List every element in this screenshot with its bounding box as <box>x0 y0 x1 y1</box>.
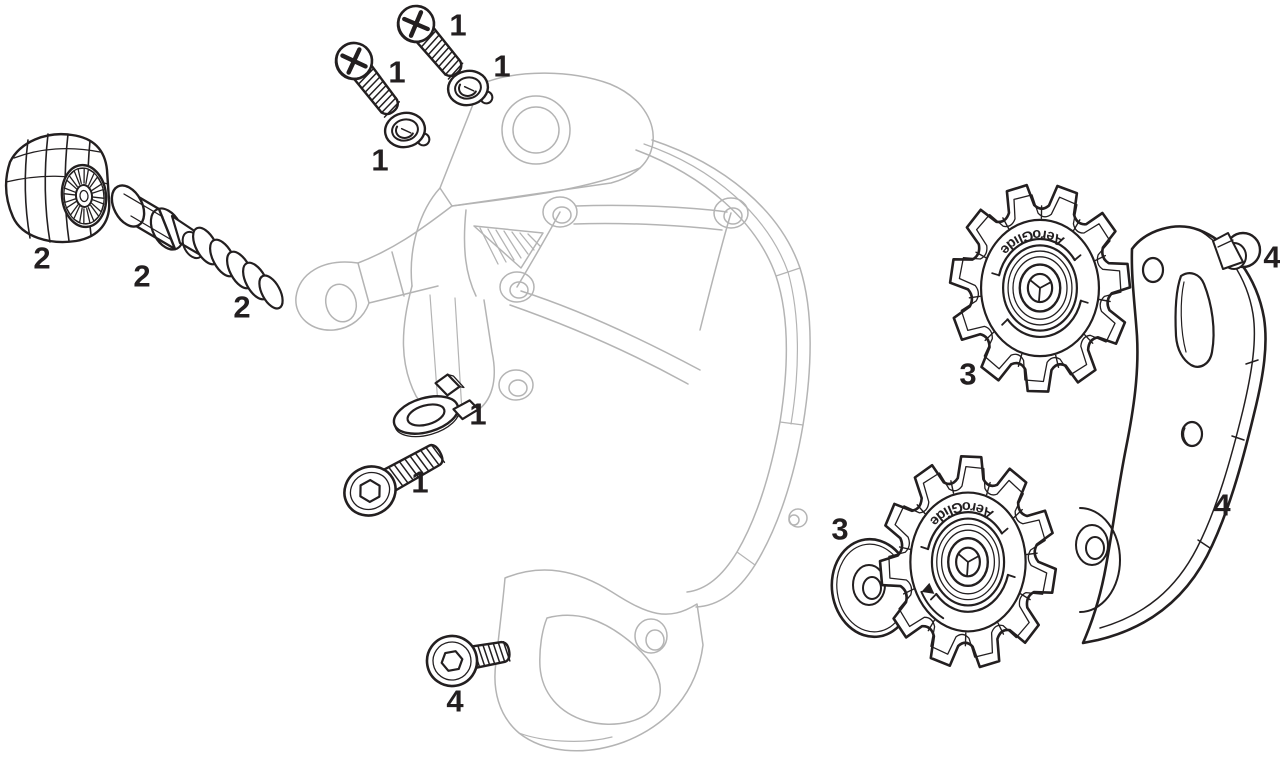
callout-label: 4 <box>1263 240 1280 275</box>
callout-label: 1 <box>493 49 510 84</box>
callout-label: 3 <box>831 512 848 547</box>
callout-label: 2 <box>33 241 50 276</box>
mounting-screw <box>334 41 400 118</box>
cable-anchor-bolt <box>343 443 446 517</box>
derailleur-body-ghost <box>295 72 811 752</box>
adjuster-star-face <box>63 167 105 225</box>
cage-stop-pin <box>1212 231 1262 270</box>
upper-jockey-pulley <box>948 183 1132 393</box>
callout-label: 1 <box>449 8 466 43</box>
callout-label: 1 <box>388 55 405 90</box>
barrel-adjuster-knob <box>5 133 111 244</box>
callout-label: 4 <box>446 684 464 719</box>
callout-label: 2 <box>133 259 150 294</box>
callout-label: 2 <box>233 290 250 325</box>
outer-cage-plate <box>1075 225 1267 645</box>
callout-label: 1 <box>411 465 428 500</box>
callout-label: 4 <box>1213 488 1231 523</box>
cable-anchor-washer <box>392 373 480 438</box>
mounting-screw <box>396 4 464 80</box>
callout-label: 1 <box>469 397 486 432</box>
cage-pivot-screw <box>425 634 511 688</box>
flanged-nut <box>446 69 494 107</box>
callout-label: 1 <box>371 143 388 178</box>
lower-jockey-pulley <box>878 455 1058 669</box>
callout-label: 3 <box>959 357 976 392</box>
adjuster-spring <box>192 226 284 310</box>
flanged-nut <box>383 111 431 149</box>
